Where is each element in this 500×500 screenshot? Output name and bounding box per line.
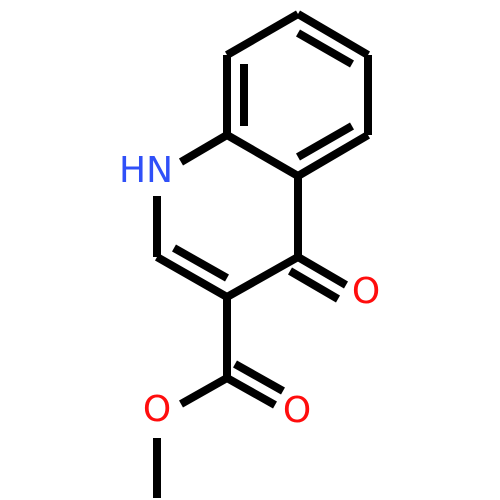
ketone-bond-b [287, 267, 341, 303]
benzene-ring [223, 10, 372, 180]
ester-oxygen-label: O [143, 389, 171, 430]
nitrogen-label: HN [119, 150, 173, 191]
double-bond-c2-c3-inner [172, 244, 229, 282]
ester-group [153, 297, 285, 498]
bond-c8a-n1 [178, 131, 230, 166]
ketone-oxygen-label: O [352, 271, 380, 312]
bond-c3-c4 [225, 253, 300, 301]
bond-c2-c3 [155, 253, 229, 301]
bond-c6-c5 [295, 131, 371, 180]
ketone-bond-a [295, 253, 349, 289]
double-bond-c8-c7-inner [296, 29, 354, 68]
pyridone-ring [153, 131, 302, 301]
bond-carbonyl-ester-o [179, 374, 229, 408]
bond-c8a-c8 [224, 10, 301, 59]
bond-c5-c4a [224, 131, 301, 180]
double-bond-c6-c5-inner [296, 122, 354, 161]
carbonyl-bond-b [233, 360, 285, 395]
carbonyl-bond-a [225, 374, 277, 409]
carbonyl-oxygen-label: O [283, 390, 311, 431]
bond-c8-c7 [295, 10, 371, 59]
ketone-group [287, 253, 349, 303]
